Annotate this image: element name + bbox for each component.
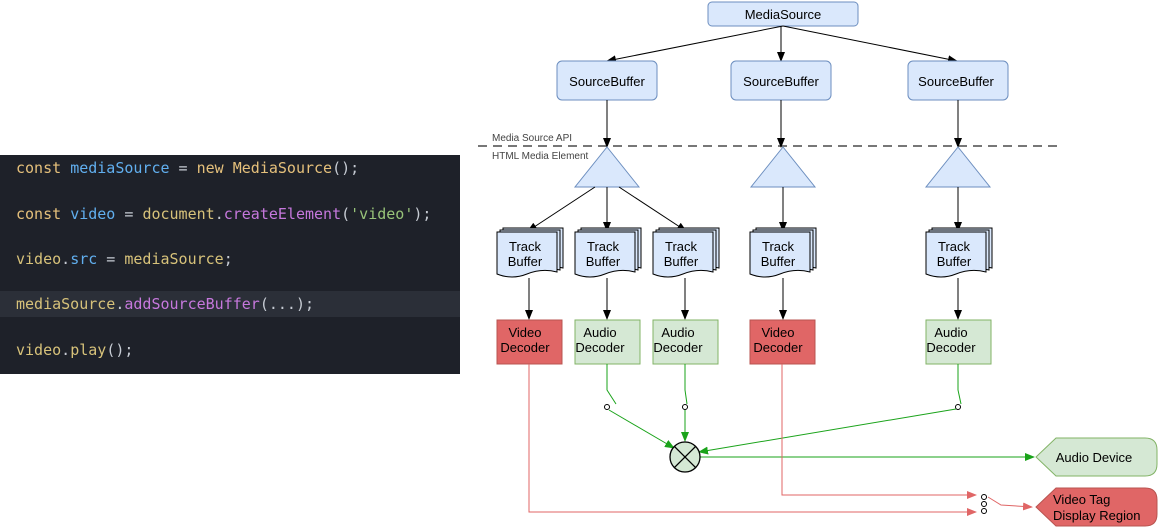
code-token: new [196,159,233,177]
code-token: mediaSource [70,159,170,177]
track-buffer-label: Buffer [761,254,796,269]
code-token: ); [413,205,432,223]
track-buffer-label: Track [509,239,542,254]
source-buffer-node-1: SourceBuffer [556,60,658,101]
track-buffer-label: Buffer [664,254,699,269]
track-buffer-label: Track [665,239,698,254]
code-token: (); [332,159,360,177]
code-line: const mediaSource = new MediaSource(); [0,155,460,181]
code-token: . [115,295,125,313]
decoder-label: Audio [661,325,694,340]
code-token: mediaSource [124,250,224,268]
code-token: play [70,341,107,359]
demux-triangle-3 [924,146,992,188]
code-token: document [142,205,215,223]
code-line: video.src = mediaSource; [0,246,460,272]
code-token: video [16,341,62,359]
decoder-label: Video [761,325,794,340]
decoder-label: Decoder [926,340,976,355]
code-panel: const mediaSource = new MediaSource();co… [0,155,460,374]
track-buffer-label: Buffer [586,254,621,269]
edge-ms-sb1 [606,25,784,64]
source-buffer-label: SourceBuffer [569,74,645,89]
code-token: (...); [259,295,315,313]
edge-demux1-tb1 [527,186,596,232]
edge-demux1-tb3 [618,186,687,232]
display-region-label-line1: Video Tag [1053,492,1110,507]
audio-device-node: Audio Device [1035,437,1158,477]
code-token: video [70,205,116,223]
source-buffer-node-3: SourceBuffer [907,60,1009,101]
decoder-label: Decoder [500,340,550,355]
audio-routing [604,364,1035,461]
code-line: video.play(); [0,337,460,363]
code-token: 'video' [350,205,414,223]
media-source-api-label: Media Source API [492,133,572,144]
code-token: = [97,250,125,268]
decoder-label: Audio [583,325,616,340]
source-buffer-label: SourceBuffer [743,74,819,89]
display-region-node: Video Tag Display Region [1035,487,1158,527]
source-buffer-label: SourceBuffer [918,74,994,89]
code-token: ; [223,250,233,268]
code-token: = [115,205,143,223]
edge-ms-sb3 [782,25,958,64]
decoder-label: Decoder [575,340,625,355]
video-routing [528,364,1033,516]
decoder-label: Audio [934,325,967,340]
code-token: const [16,159,71,177]
display-region-label-line2: Display Region [1053,508,1140,523]
audio-mixer-node [669,441,701,473]
html-media-element-label: HTML Media Element [492,151,589,162]
track-buffer-label: Track [938,239,971,254]
code-line: mediaSource.addSourceBuffer(...); [0,291,460,317]
decoder-label: Decoder [753,340,803,355]
code-token: ( [341,205,351,223]
track-buffer-label: Buffer [508,254,543,269]
track-buffer-label: Buffer [937,254,972,269]
track-buffer-label: Track [762,239,795,254]
audio-device-label: Audio Device [1056,450,1133,465]
track-buffer-label: Track [587,239,620,254]
source-buffer-node-2: SourceBuffer [730,60,832,101]
decoder-label: Video [508,325,541,340]
code-token: . [61,250,71,268]
code-token: const [16,205,71,223]
code-token: . [61,341,71,359]
code-token: (); [106,341,134,359]
code-token: . [214,205,224,223]
decoder-label: Decoder [653,340,703,355]
media-source-label: MediaSource [745,7,822,22]
code-token: mediaSource [16,295,116,313]
code-line: const video = document.createElement('vi… [0,201,460,227]
code-token: video [16,250,62,268]
code-token: = [169,159,197,177]
code-token: MediaSource [232,159,333,177]
media-source-node: MediaSource [707,1,859,27]
code-token: src [70,250,98,268]
code-token: addSourceBuffer [124,295,260,313]
demux-triangle-2 [749,146,817,188]
code-token: createElement [223,205,342,223]
